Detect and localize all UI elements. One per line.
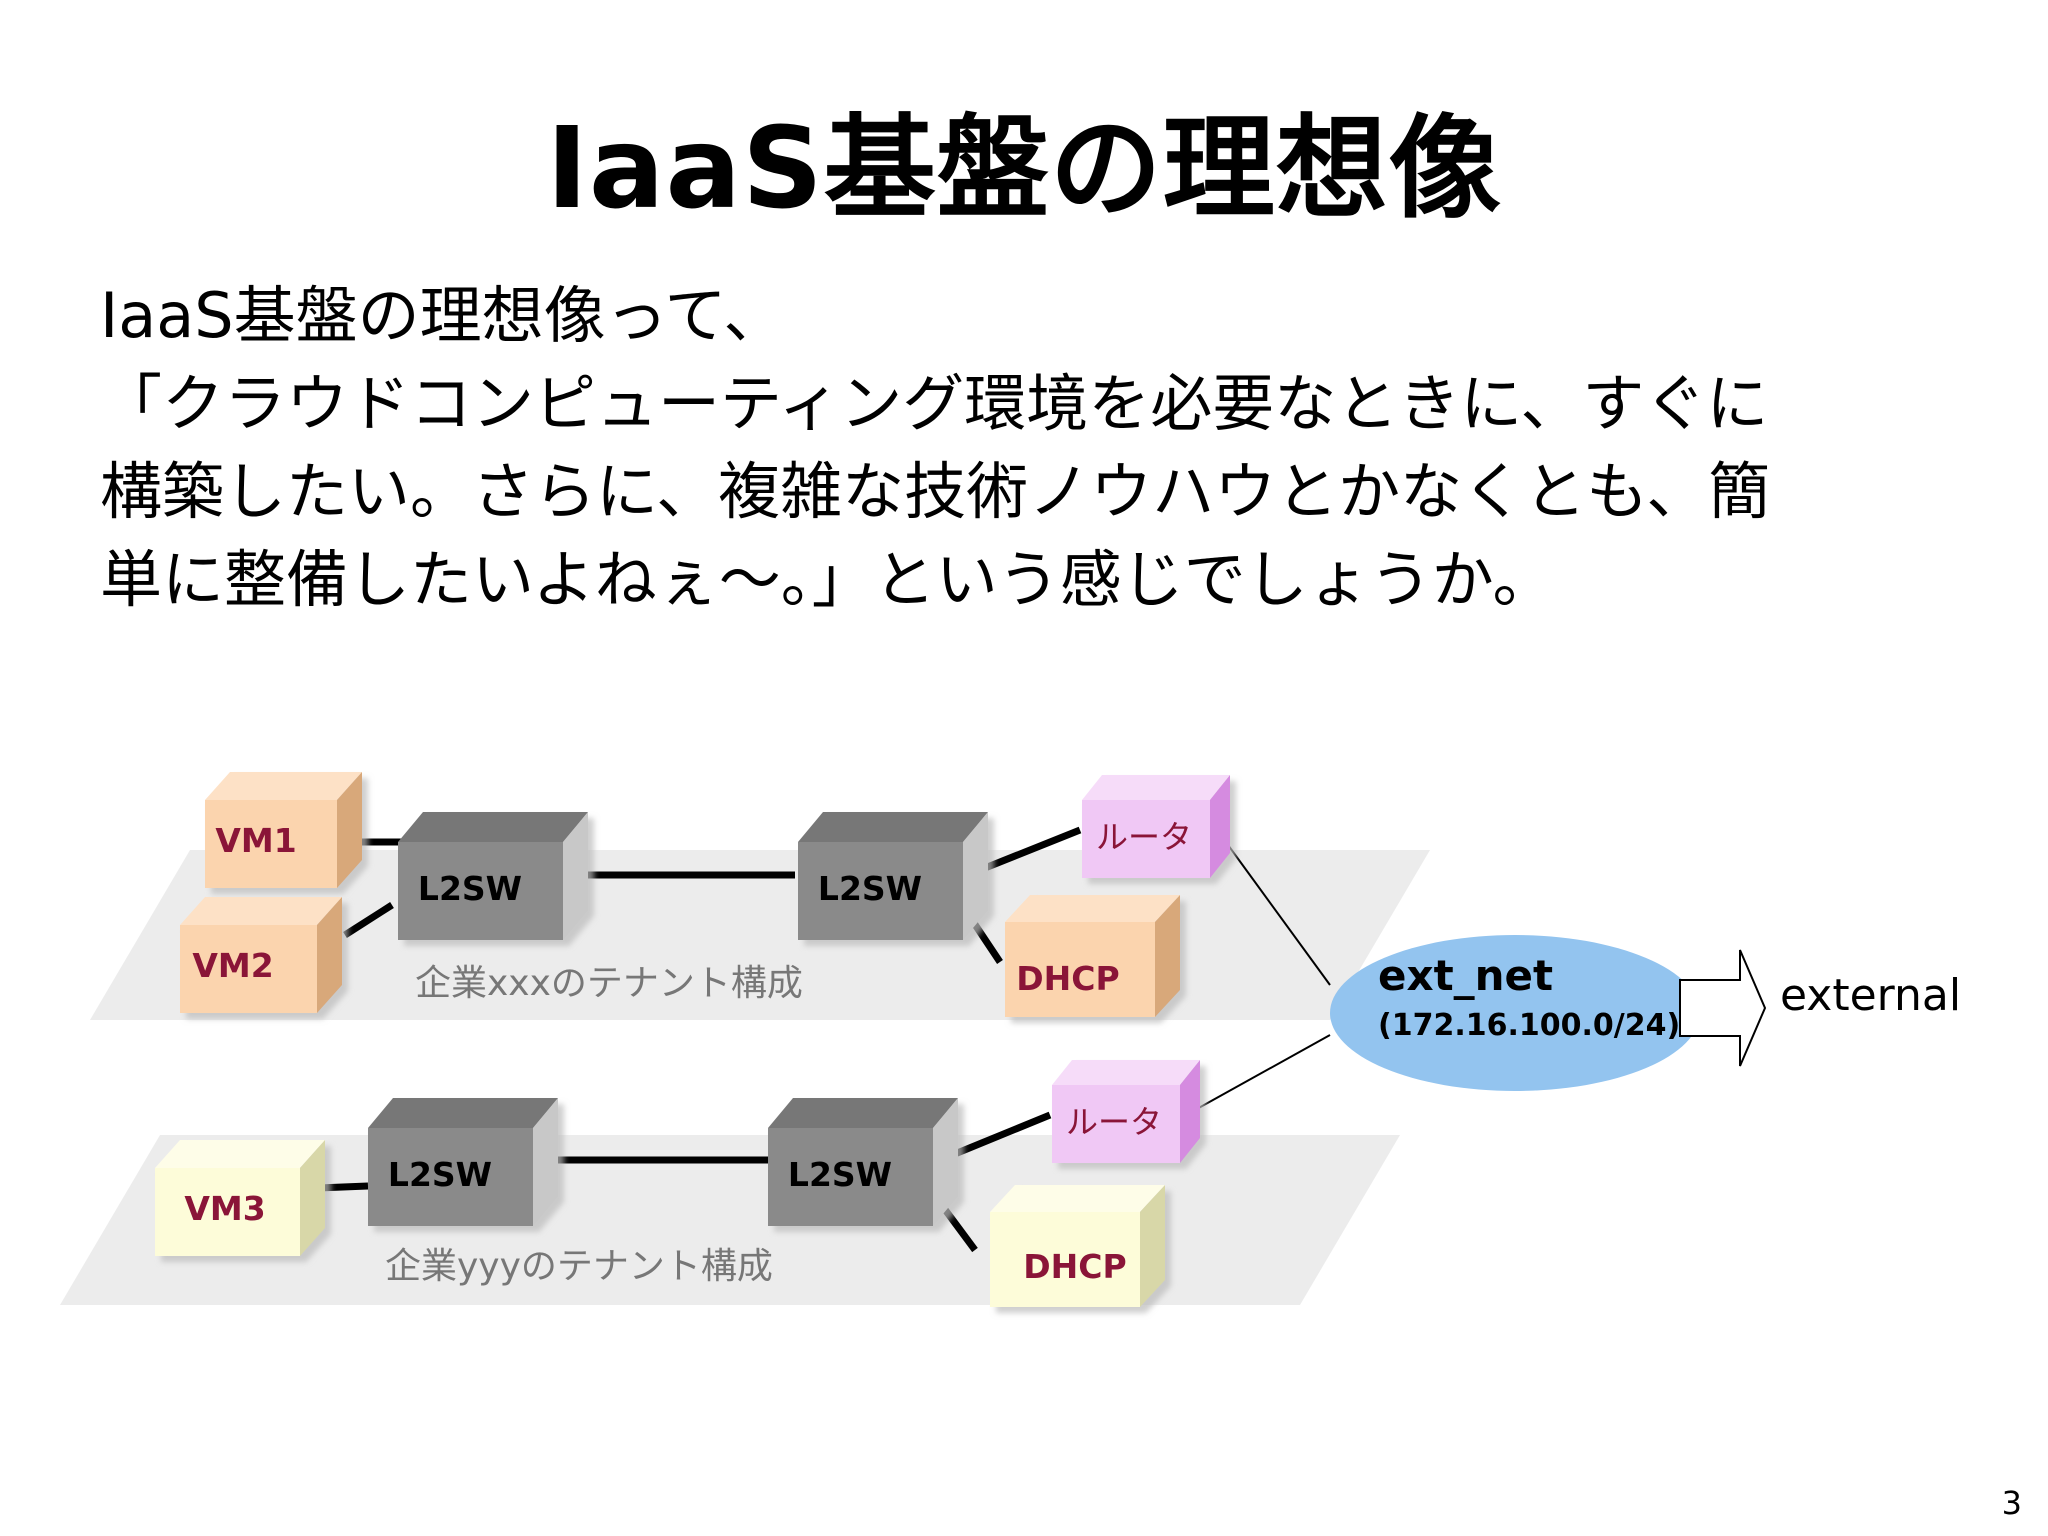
vm-node — [205, 772, 362, 888]
link-vm2-l2sw — [343, 902, 394, 938]
ext-net-cidr: (172.16.100.0/24) — [1378, 1008, 1680, 1043]
dhcp-node — [990, 1185, 1165, 1307]
body-line: 「クラウドコンピューティング環境を必要なときに、すぐに — [100, 367, 1769, 440]
ext-net-node — [1330, 935, 1700, 1091]
switch-label: L2SW — [388, 1155, 492, 1194]
slide-body: IaaS基盤の理想像って、 「クラウドコンピューティング環境を必要なときに、すぐ… — [100, 272, 1960, 624]
switch-node — [368, 1098, 558, 1226]
tenant-label: 企業yyyのテナント構成 — [385, 1246, 773, 1287]
link-vm3-l2sw — [317, 1182, 369, 1192]
router-node — [1052, 1060, 1200, 1163]
link-l2sw-router-yyy — [943, 1111, 1052, 1162]
body-line: 単に整備したいよねぇ〜。」という感じでしょうか。 — [100, 543, 1555, 616]
vm-node — [180, 897, 342, 1013]
router-label: ルータ — [1066, 1103, 1162, 1141]
switch-label: L2SW — [788, 1155, 892, 1194]
slide-title: IaaS基盤の理想像 — [546, 104, 1502, 234]
router-node — [1082, 775, 1230, 878]
external-label: external — [1780, 970, 1961, 1021]
external-arrow-icon — [1679, 949, 1767, 1067]
switch-node — [398, 812, 588, 940]
body-line: 構築したい。さらに、複雑な技術ノウハウとかなくとも、簡 — [100, 455, 1771, 528]
dhcp-label: DHCP — [1023, 1247, 1126, 1286]
dhcp-label: DHCP — [1016, 959, 1119, 998]
switch-node — [798, 812, 988, 940]
vm-node — [155, 1140, 325, 1256]
router-label: ルータ — [1096, 818, 1192, 856]
switch-label: L2SW — [418, 869, 522, 908]
page-number: 3 — [2001, 1484, 2022, 1522]
link-router-extnet-yyy — [1194, 1034, 1331, 1111]
link-router-extnet-xxx — [1227, 844, 1331, 986]
vm-label: VM2 — [192, 946, 273, 985]
ext-net-name: ext_net — [1378, 951, 1553, 1000]
dhcp-node — [1005, 895, 1180, 1017]
vm-label: VM1 — [215, 821, 296, 860]
tenant-label: 企業xxxのテナント構成 — [415, 963, 803, 1004]
body-line: IaaS基盤の理想像って、 — [100, 279, 786, 352]
vm-label: VM3 — [184, 1189, 265, 1228]
link-l2sw-router-xxx — [973, 826, 1082, 876]
switch-label: L2SW — [818, 869, 922, 908]
switch-node — [768, 1098, 958, 1226]
